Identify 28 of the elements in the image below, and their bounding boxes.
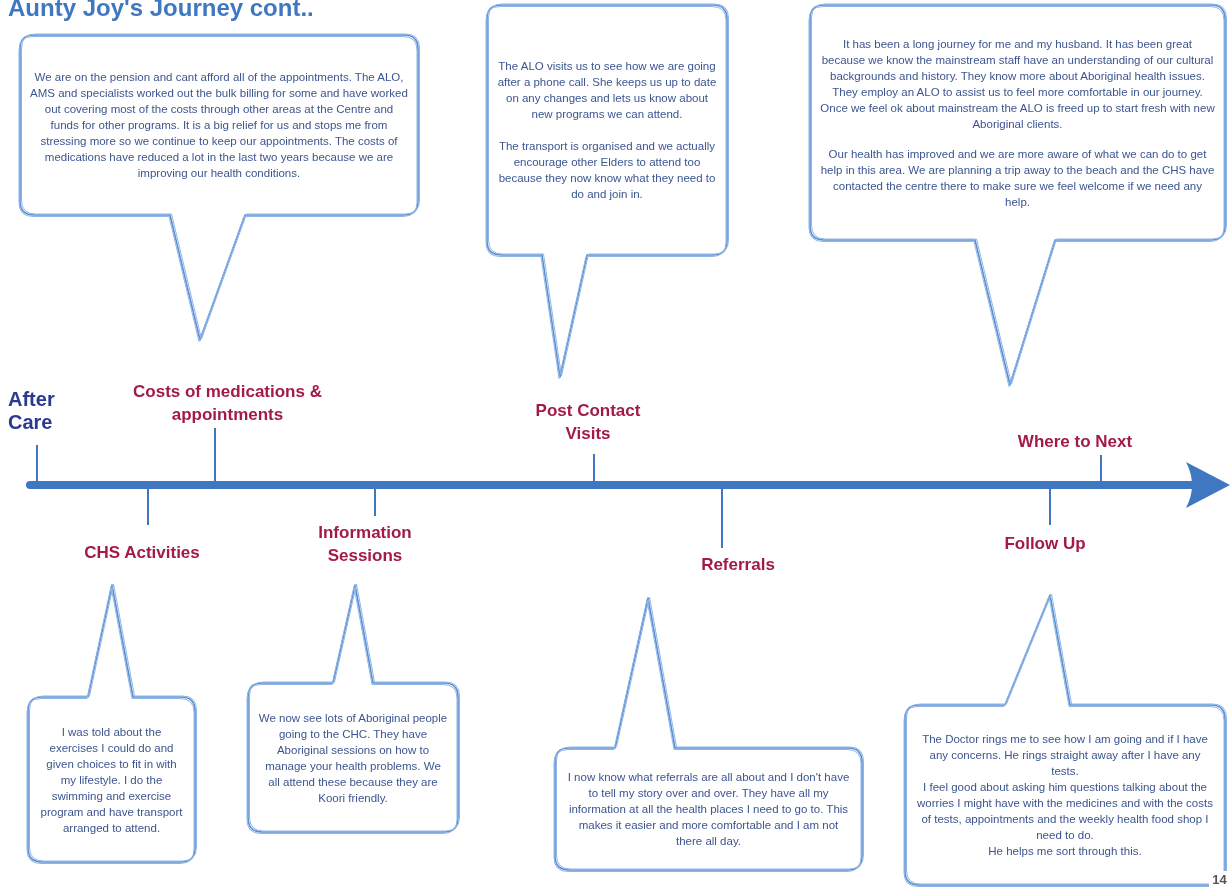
stage-heading: CHS Activities	[83, 542, 201, 564]
speech-bubble	[810, 5, 1225, 387]
stage-heading: Information Sessions	[317, 522, 413, 567]
bubble-text: We now see lots of Aboriginal people going to the CHC. They have Aboriginal sessions on how to manage your health problems. We all attend these because they are Koori friendly.	[258, 710, 448, 806]
bubble-text: It has been a long journey for me and my husband. It has been great because we know the mainstream staff have an understanding of our cultural backgrounds and history. They know more about Aboriginal health issues. They employ an ALO to assist us to feel more comfortable in our journey. Once we feel ok about mainstream the ALO is freed up to start fresh with new Aboriginal clients.	[820, 36, 1215, 132]
bubble-text: The transport is organised and we actually encourage other Elders to attend too because they now know what they need to do and join in.	[497, 139, 717, 202]
speech-bubble	[487, 5, 727, 380]
stage-heading: After Care	[8, 388, 56, 434]
title: Aunty Joy's Journey cont..	[8, 0, 314, 22]
bubble-text: I now know what referrals are all about and I don't have to tell my story over and over. They have all my information at all the health places I need to go to. This makes it easier and more comfortable and I am not there all day.	[566, 770, 851, 849]
speech-bubble	[28, 585, 195, 862]
stage-heading: Referrals	[700, 554, 776, 576]
bubble-text: The Doctor rings me to see how I am going and if I have any concerns. He rings straight away after I have any tests.	[921, 732, 1209, 779]
bubble-text: I was told about the exercises I could do and given choices to fit in with my lifestyle. I do the swimming and exercise program and have transport arranged to attend.	[39, 724, 184, 836]
page-number: 14	[1209, 871, 1230, 889]
bubble-text: He helps me sort through this.	[988, 844, 1142, 859]
stage-heading: Where to Next	[1016, 431, 1134, 453]
bubble-text: The ALO visits us to see how we are going after a phone call. She keeps us up to date on any changes and lets us know about new programs we can attend.	[497, 59, 717, 122]
speech-bubble	[905, 595, 1225, 885]
speech-bubble	[248, 585, 458, 832]
bubble-text: I feel good about asking him questions talking about the worries I might have with the medicines and with the costs of tests, appointments and the weekly health food shop I need to do.	[916, 780, 1214, 843]
stage-heading: Follow Up	[1003, 533, 1087, 555]
bubble-text: We are on the pension and cant afford all of the appointments. The ALO, AMS and specialists worked out the bulk billing for some and have worked out covering most of the costs through other areas at the Centre and funds for other programs. It is a big relief for us and stops me from stressing more so we continue to keep our appointments. The costs of medications have reduced a lot in the last two years because we are improving our health conditions.	[30, 70, 408, 181]
speech-bubble	[20, 35, 418, 340]
bubble-text: Our health has improved and we are more aware of what we can do to get help in this area. We are planning a trip away to the beach and the CHS have contacted the centre there to make sure we feel welcome if we need any help.	[820, 146, 1215, 210]
stage-heading: Costs of medications & appointments	[132, 381, 323, 426]
stage-heading: Post Contact Visits	[534, 400, 642, 445]
speech-bubble	[555, 598, 862, 870]
